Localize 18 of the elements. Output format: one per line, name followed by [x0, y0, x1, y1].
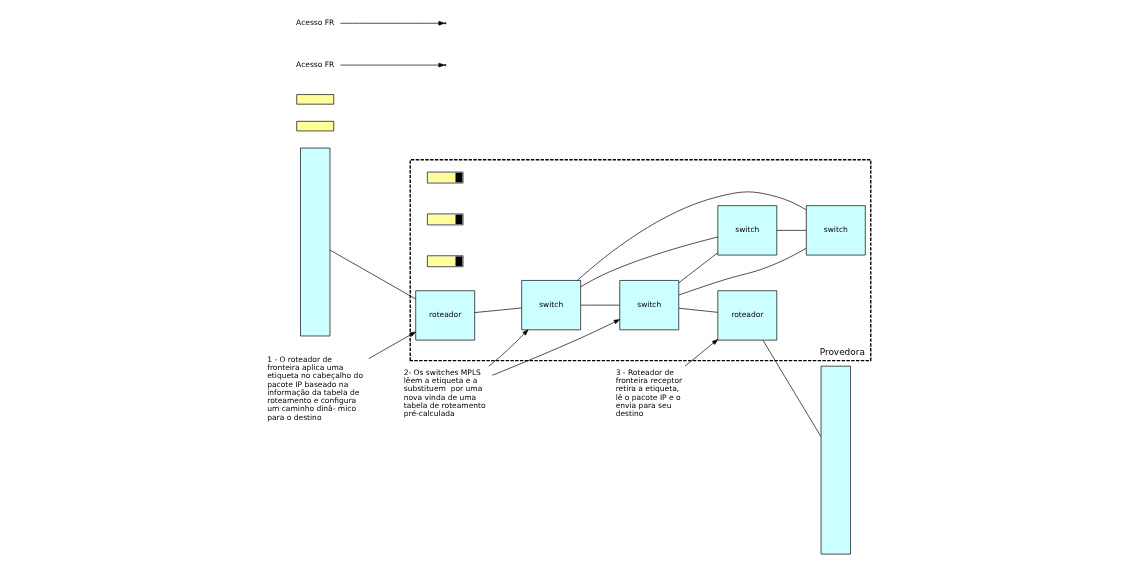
node-bar — [296, 121, 335, 132]
arrow — [492, 319, 620, 376]
arrow — [340, 21, 445, 26]
connector — [474, 307, 522, 313]
arrow — [684, 339, 719, 367]
connector — [678, 307, 718, 313]
connector — [678, 248, 807, 296]
connector — [762, 339, 822, 437]
arrow — [488, 329, 529, 367]
connector — [577, 191, 807, 281]
node-bar — [300, 147, 331, 337]
connector — [329, 249, 416, 300]
connector — [580, 236, 719, 288]
arrow — [368, 331, 416, 359]
node-bar — [820, 365, 851, 555]
node-bar — [296, 94, 335, 105]
connector — [678, 252, 718, 284]
connector — [776, 230, 807, 231]
